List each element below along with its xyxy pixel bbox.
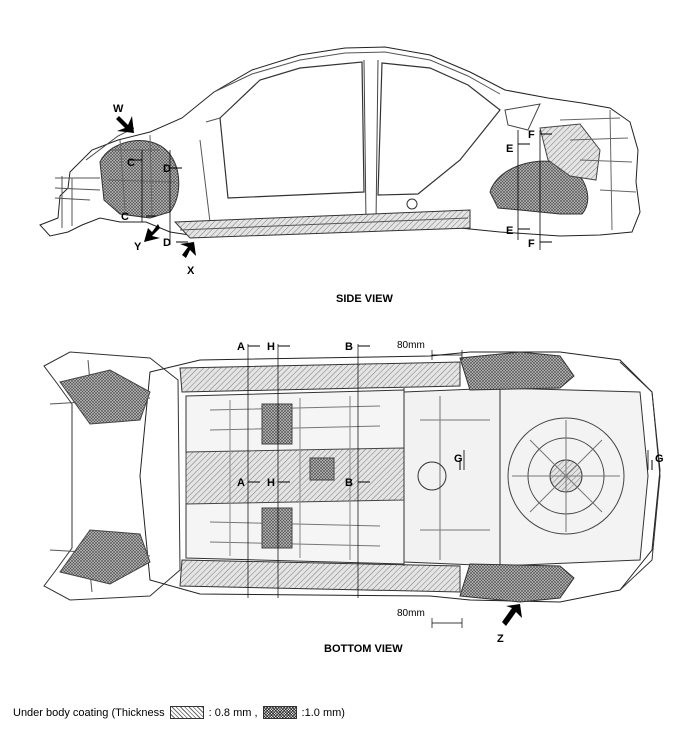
- bottom-body-outline: [139, 351, 661, 603]
- marker-z: Z: [497, 633, 504, 645]
- side-body-outline: [39, 46, 641, 237]
- arrow-w: [116, 116, 134, 133]
- rear-left-wheelhouse-coating: [459, 351, 575, 391]
- left-sill: [179, 361, 461, 393]
- marker-e-lower: E: [506, 225, 513, 237]
- bottom-view-caption: BOTTOM VIEW: [324, 643, 403, 655]
- side-view-caption: SIDE VIEW: [336, 293, 393, 305]
- marker-b-upper: B: [345, 341, 353, 353]
- rear-quarter-coating: [539, 123, 601, 181]
- front-wheelhouse-coating: [99, 140, 180, 219]
- light-hatch-swatch: [169, 706, 204, 719]
- side-view: [39, 46, 641, 250]
- bottom-view: [43, 344, 661, 628]
- marker-x: X: [187, 265, 195, 277]
- marker-c-lower: C: [121, 211, 129, 223]
- legend-dark-thickness: :1.0 mm): [301, 706, 345, 719]
- marker-g-right: G: [655, 453, 664, 465]
- dimension-80mm-bottom: 80mm: [397, 608, 425, 619]
- arrow-z: [502, 604, 522, 626]
- marker-b-lower: B: [345, 477, 353, 489]
- marker-f-upper: F: [528, 129, 535, 141]
- front-subframe: [43, 351, 181, 601]
- marker-d-upper: D: [163, 163, 171, 175]
- arrow-y: [144, 224, 160, 242]
- marker-e-upper: E: [506, 143, 513, 155]
- marker-h-lower: H: [267, 477, 275, 489]
- rear-right-wheelhouse-coating: [459, 563, 575, 603]
- marker-a-upper: A: [237, 341, 245, 353]
- marker-g-left: G: [454, 453, 463, 465]
- side-view-arrows: [116, 116, 196, 258]
- marker-y: Y: [134, 241, 142, 253]
- arrow-x: [180, 242, 196, 258]
- legend-prefix: Under body coating (Thickness: [13, 706, 165, 719]
- right-sill: [179, 559, 461, 593]
- marker-h-upper: H: [267, 341, 275, 353]
- marker-d-lower: D: [163, 237, 171, 249]
- marker-c-upper: C: [127, 157, 135, 169]
- coating-legend: Under body coating (Thickness : 0.8 mm ,…: [13, 706, 345, 719]
- quarter-window: [504, 103, 541, 131]
- floor-tunnel: [185, 447, 405, 505]
- rear-door-window: [377, 62, 501, 196]
- marker-f-lower: F: [528, 238, 535, 250]
- dark-hatch-swatch: [262, 706, 297, 719]
- legend-light-thickness: : 0.8 mm ,: [208, 706, 258, 719]
- front-door-window: [219, 61, 365, 199]
- marker-a-lower: A: [237, 477, 245, 489]
- dimension-80mm-top: 80mm: [397, 340, 425, 351]
- marker-w: W: [113, 103, 124, 115]
